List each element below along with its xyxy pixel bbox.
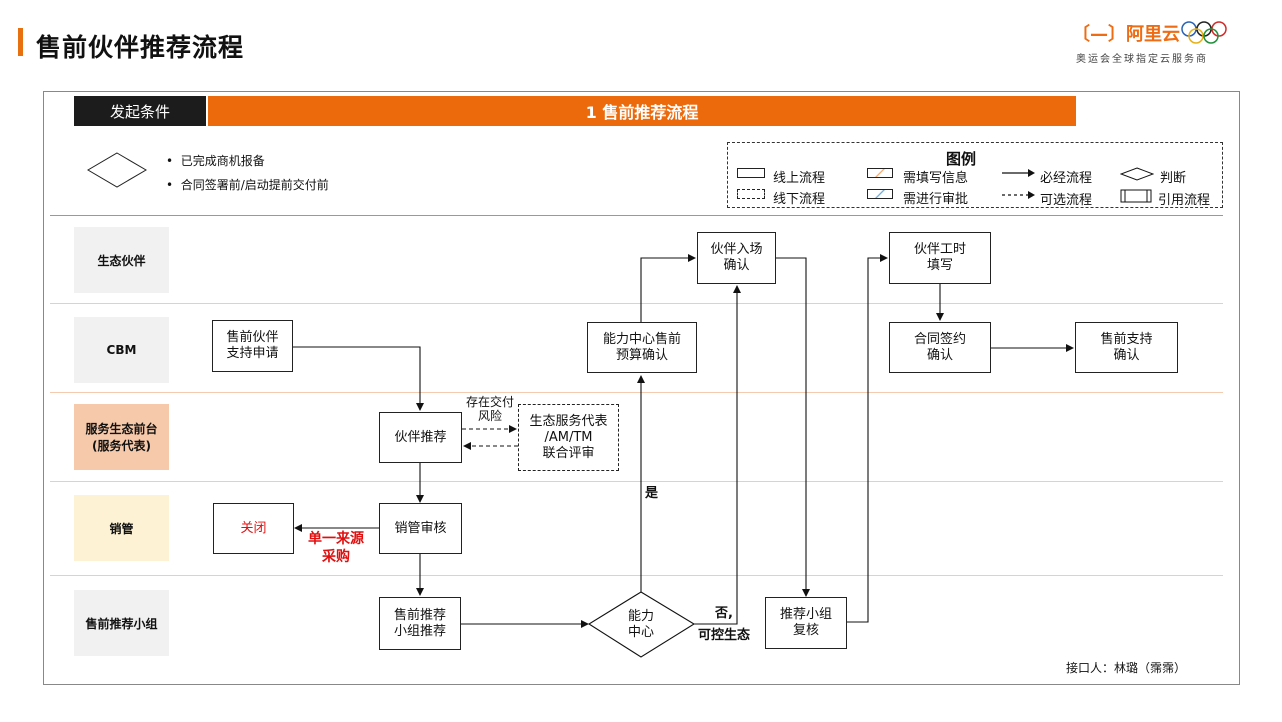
- lane-label-partner: 生态伙伴: [74, 227, 169, 293]
- legend-fill-info: 需填写信息: [903, 171, 969, 186]
- legend-fill-info-swatch: [867, 168, 893, 178]
- label-single-source: 单一来源 采购: [308, 531, 364, 565]
- lane-separator: [50, 392, 1223, 393]
- node-capability-center: 能力 中心: [627, 609, 654, 640]
- aliyun-bracket-icon: 〔—〕: [1072, 24, 1126, 45]
- node-contract-sign: 合同签约 确认: [889, 322, 991, 373]
- node-partner-entry: 伙伴入场 确认: [697, 232, 776, 284]
- legend-reference-icon: [1120, 189, 1152, 203]
- condition-tab: 发起条件: [74, 96, 206, 126]
- legend-decision: 判断: [1160, 171, 1187, 186]
- legend-reference: 引用流程: [1158, 193, 1211, 208]
- edge-entry-to-recheck: [776, 257, 810, 597]
- node-sales-review: 销管审核: [379, 503, 462, 554]
- legend-online: 线上流程: [773, 171, 826, 186]
- legend-online-swatch: [737, 168, 765, 178]
- condition-item: • 已完成商机报备: [166, 154, 265, 168]
- node-group-recommend: 售前推荐 小组推荐: [379, 597, 461, 650]
- legend-title: 图例: [946, 150, 977, 168]
- edge-recheck-to-hours: [847, 254, 888, 623]
- label-delivery-risk: 存在交付 风险: [465, 395, 514, 423]
- legend-optional: 可选流程: [1040, 193, 1093, 208]
- lane-label-sales: 销管: [74, 495, 169, 561]
- capability-decision-diamond: [587, 591, 696, 658]
- edge-budget-to-entry: [640, 254, 696, 322]
- contact-person: 接口人：林璐（霈霈）: [1066, 661, 1187, 675]
- condition-item: • 合同签署前/启动提前交付前: [166, 178, 329, 192]
- olympic-rings-icon: [1181, 21, 1227, 44]
- node-hours-fill: 伙伴工时 填写: [889, 232, 991, 284]
- legend-approval: 需进行审批: [903, 192, 969, 207]
- title-accent-bar: [18, 28, 23, 56]
- page-title: 售前伙伴推荐流程: [36, 33, 245, 62]
- node-partner-recommend: 伙伴推荐: [379, 412, 462, 463]
- lane-label-group: 售前推荐小组: [74, 590, 169, 656]
- label-no-controllable: 否, 可控生态: [697, 606, 750, 643]
- logo-subtitle: 奥运会全球指定云服务商: [1076, 54, 1208, 65]
- header-divider: [50, 215, 1223, 216]
- legend-offline: 线下流程: [773, 192, 826, 207]
- lane-separator: [50, 575, 1223, 576]
- node-joint-review: 生态服务代表 /AM/TM 联合评审: [518, 404, 619, 471]
- condition-diamond: [87, 152, 147, 188]
- node-close: 关闭: [213, 503, 294, 554]
- legend-offline-swatch: [737, 189, 765, 199]
- edge-apply-to-recommend: [293, 346, 424, 411]
- legend-decision-icon: [1120, 167, 1154, 181]
- node-budget-confirm: 能力中心售前 预算确认: [587, 322, 697, 373]
- lane-label-service: 服务生态前台 (服务代表): [74, 404, 169, 470]
- process-banner: 1 售前推荐流程: [208, 96, 1076, 126]
- lane-separator: [50, 303, 1223, 304]
- legend-approval-swatch: [867, 189, 893, 199]
- edge-capability-to-entry: [694, 285, 741, 625]
- aliyun-logo: 〔—〕阿里云: [1072, 20, 1180, 46]
- logo-text: 阿里云: [1126, 24, 1180, 45]
- lane-separator: [50, 481, 1223, 482]
- node-presales-apply: 售前伙伴 支持申请: [212, 320, 293, 372]
- legend-dashed-arrow-icon: [1002, 191, 1035, 199]
- lane-label-cbm: CBM: [74, 317, 169, 383]
- legend-solid-arrow-icon: [1002, 169, 1035, 177]
- node-group-recheck: 推荐小组 复核: [765, 597, 847, 649]
- diagram-frame: [43, 91, 1240, 685]
- legend-required: 必经流程: [1040, 171, 1093, 186]
- label-yes: 是: [645, 486, 659, 501]
- legend: 图例 线上流程 线下流程 需填写信息 需进行审批 必经流程 可选流程 判断 引用…: [727, 142, 1223, 208]
- node-support-confirm: 售前支持 确认: [1075, 322, 1178, 373]
